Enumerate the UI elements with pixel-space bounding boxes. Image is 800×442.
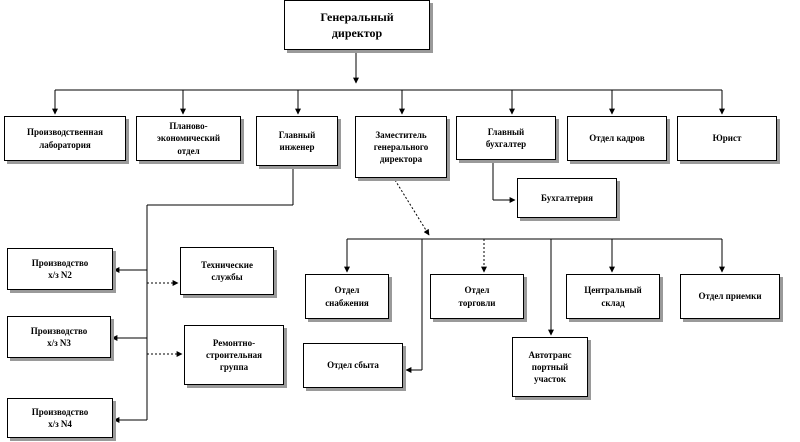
node-trade-dept: Отдел торговли (430, 274, 524, 319)
node-transport-section-label: Автотранс портный участок (528, 349, 572, 385)
node-prod-lab-label: Производственная лаборатория (27, 127, 103, 150)
node-prod-3: Производство х/з N3 (7, 316, 111, 358)
node-prod-2-label: Производство х/з N2 (31, 257, 89, 280)
node-deputy-director-label: Заместитель генерального директора (373, 129, 429, 165)
node-repair-group: Ремонтно- строительная группа (184, 325, 284, 385)
node-repair-group-label: Ремонтно- строительная группа (206, 337, 262, 373)
node-transport-section: Автотранс портный участок (512, 337, 588, 397)
node-lawyer: Юрист (677, 116, 777, 161)
node-hr-dept-label: Отдел кадров (589, 133, 645, 144)
node-trade-dept-label: Отдел торговли (458, 285, 496, 308)
node-prod-4: Производство х/з N4 (7, 398, 113, 438)
node-director: Генеральный директор (284, 0, 430, 50)
node-lawyer-label: Юрист (712, 133, 742, 144)
node-supply-dept-label: Отдел снабжения (325, 285, 369, 308)
node-accounting: Бухгалтерия (517, 178, 617, 218)
node-chief-accountant: Главный бухгалтер (456, 116, 556, 160)
node-central-warehouse-label: Центральный склад (584, 285, 642, 308)
node-director-label: Генеральный директор (320, 9, 394, 40)
node-receiving-dept-label: Отдел приемки (698, 291, 762, 302)
node-supply-dept: Отдел снабжения (305, 274, 389, 319)
node-chief-engineer-label: Главный инженер (278, 129, 316, 152)
node-tech-services: Технические службы (180, 247, 274, 295)
node-prod-lab: Производственная лаборатория (4, 116, 126, 161)
node-hr-dept: Отдел кадров (567, 116, 667, 161)
node-plan-econ: Планово- экономический отдел (136, 116, 241, 161)
node-prod-3-label: Производство х/з N3 (30, 325, 88, 348)
node-deputy-director: Заместитель генерального директора (355, 116, 447, 178)
node-accounting-label: Бухгалтерия (541, 192, 593, 203)
node-prod-2: Производство х/з N2 (7, 248, 113, 290)
node-prod-4-label: Производство х/з N4 (31, 406, 89, 429)
node-sales-dept-label: Отдел сбыта (327, 360, 379, 371)
node-chief-accountant-label: Главный бухгалтер (485, 126, 527, 149)
node-chief-engineer: Главный инженер (256, 116, 338, 166)
node-plan-econ-label: Планово- экономический отдел (156, 121, 221, 156)
node-receiving-dept: Отдел приемки (680, 274, 780, 319)
node-central-warehouse: Центральный склад (566, 274, 660, 319)
node-tech-services-label: Технические службы (201, 259, 253, 282)
node-sales-dept: Отдел сбыта (303, 343, 403, 388)
